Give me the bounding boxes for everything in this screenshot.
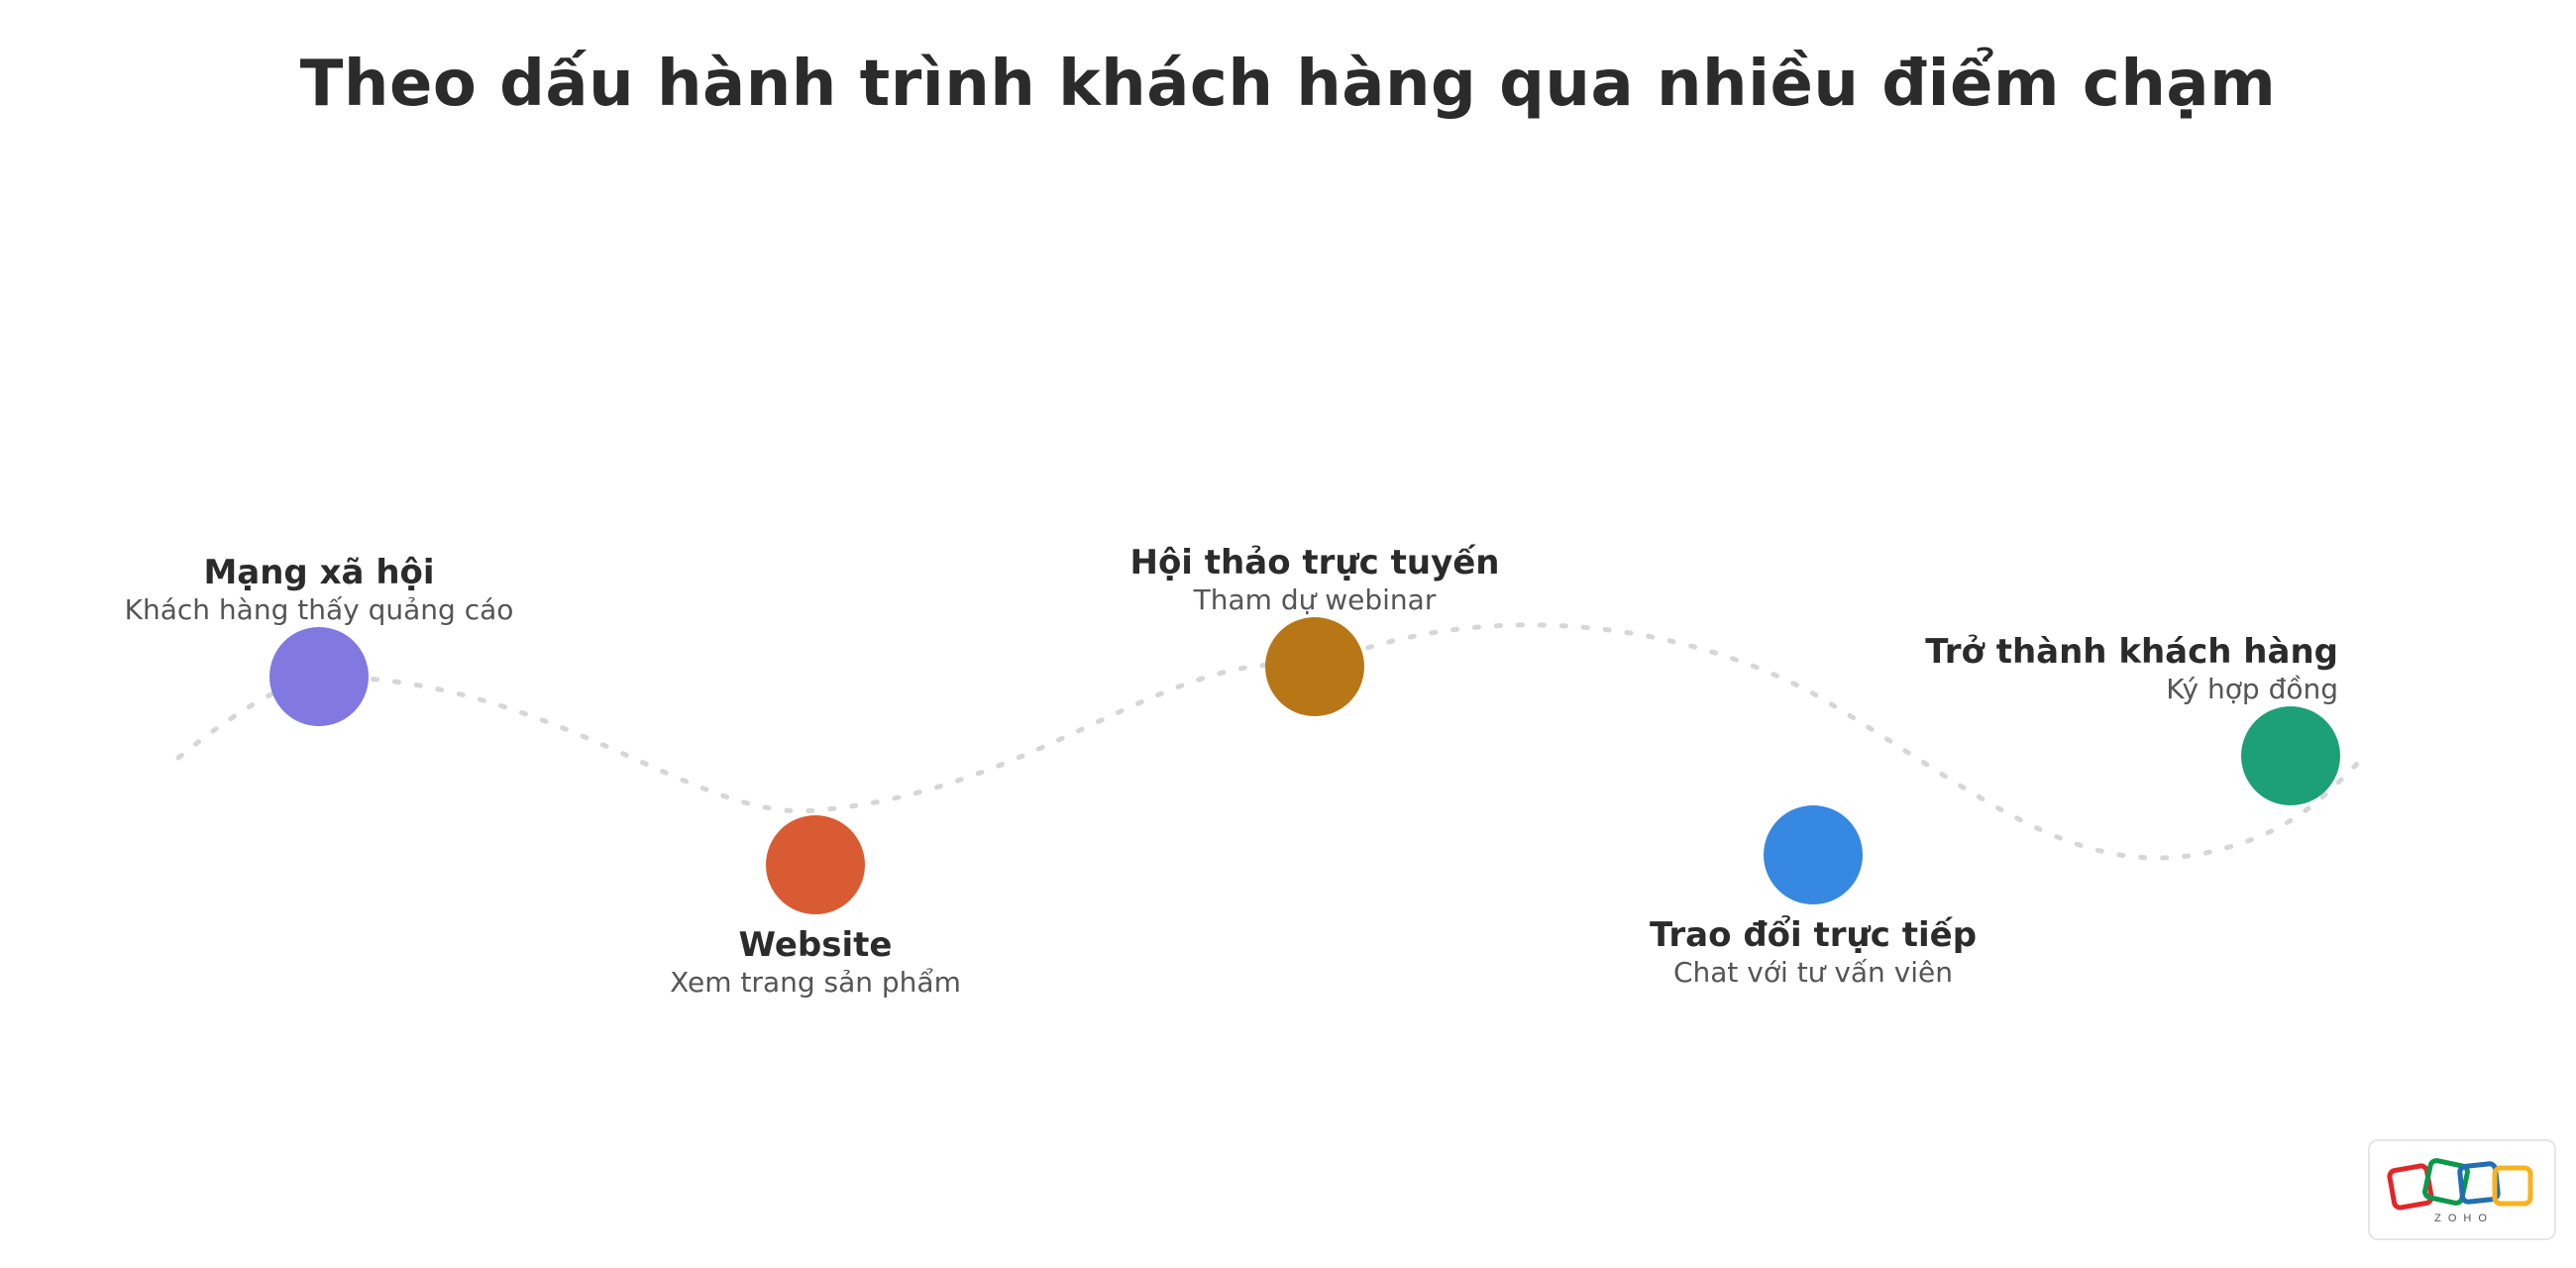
touchpoint-label-social: Mạng xã hội Khách hàng thấy quảng cáo — [125, 553, 514, 628]
touchpoint-name: Trao đổi trực tiếp — [1649, 915, 1978, 955]
touchpoint-name: Website — [738, 925, 893, 965]
touchpoint-dot-website — [766, 815, 865, 914]
touchpoint-label-webinar: Hội thảo trực tuyến Tham dự webinar — [1129, 543, 1499, 618]
touchpoint-label-chat: Trao đổi trực tiếp Chat với tư vấn viên — [1650, 915, 1977, 991]
page-title: Theo dấu hành trình khách hàng qua nhiều… — [299, 48, 2277, 121]
touchpoint-label-website: Website Xem trang sản phẩm — [670, 925, 961, 1001]
zoho-logo-text: ZOHO — [2434, 1213, 2494, 1224]
touchpoint-description: Xem trang sản phẩm — [670, 966, 961, 999]
zoho-logo: ZOHO — [2368, 1139, 2556, 1240]
touchpoint-name: Trở thành khách hàng — [1925, 632, 2338, 672]
touchpoint-name: Hội thảo trực tuyến — [1129, 543, 1500, 582]
touchpoint-dot-social — [269, 627, 369, 726]
touchpoint-description: Khách hàng thấy quảng cáo — [124, 593, 514, 626]
touchpoint-dot-webinar — [1265, 617, 1364, 716]
touchpoint-description: Ký hợp đồng — [2166, 673, 2338, 705]
touchpoint-label-customer: Trở thành khách hàng Ký hợp đồng — [1925, 632, 2338, 707]
touchpoint-description: Chat với tư vấn viên — [1672, 956, 1954, 989]
touchpoint-description: Tham dự webinar — [1193, 583, 1437, 616]
touchpoint-dot-chat — [1764, 805, 1863, 904]
touchpoint-name: Mạng xã hội — [203, 553, 435, 592]
zoho-logo-icon — [2387, 1158, 2533, 1211]
touchpoint-dot-customer — [2241, 706, 2340, 805]
